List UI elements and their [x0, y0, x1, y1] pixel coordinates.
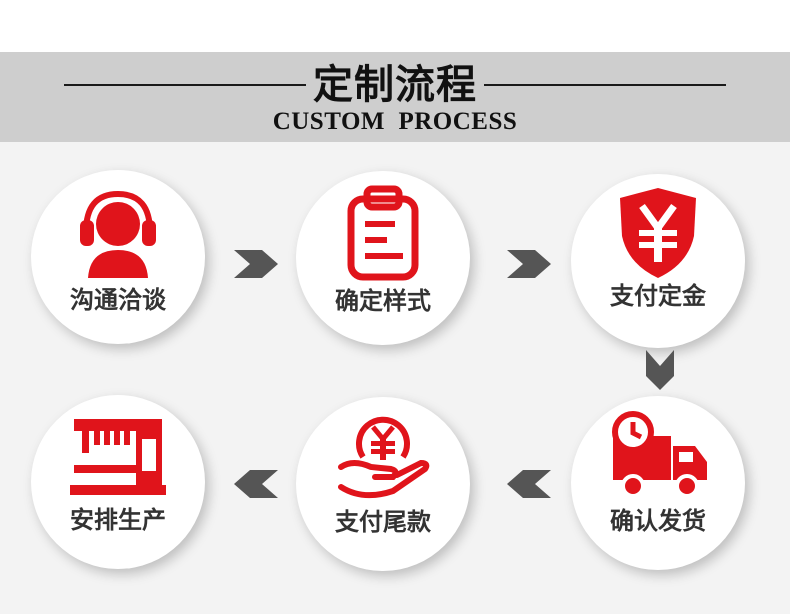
arrow-left-icon — [234, 470, 278, 498]
arrow-left-icon — [507, 470, 551, 498]
arrow-right-icon — [234, 250, 278, 278]
step-pay-deposit: 支付定金 — [571, 174, 745, 348]
page-title: 定制流程 — [313, 62, 477, 108]
step-confirm-style: 确定样式 — [296, 171, 470, 345]
yen-shield-icon — [620, 188, 696, 278]
step-label: 安排生产 — [70, 506, 166, 534]
step-label: 确定样式 — [335, 287, 431, 315]
customer-service-headset-icon — [80, 190, 156, 278]
step-pay-balance: 支付尾款 — [296, 397, 470, 571]
step-label: 支付尾款 — [335, 508, 431, 536]
clipboard-icon — [347, 185, 419, 281]
step-communicate: 沟通洽谈 — [31, 170, 205, 344]
step-confirm-shipment: 确认发货 — [571, 396, 745, 570]
page-subtitle: CUSTOM PROCESS — [272, 108, 518, 135]
delivery-truck-clock-icon — [612, 411, 707, 498]
yen-coin-hand-icon — [338, 416, 430, 499]
title-rule-right — [484, 84, 726, 86]
step-arrange-production: 安排生产 — [31, 395, 205, 569]
arrow-down-icon — [646, 350, 674, 390]
sewing-machine-icon — [70, 419, 166, 495]
step-label: 确认发货 — [610, 507, 706, 535]
arrow-right-icon — [507, 250, 551, 278]
header-band — [0, 52, 790, 142]
step-label: 支付定金 — [610, 282, 706, 310]
step-label: 沟通洽谈 — [70, 286, 166, 314]
title-rule-left — [64, 84, 306, 86]
